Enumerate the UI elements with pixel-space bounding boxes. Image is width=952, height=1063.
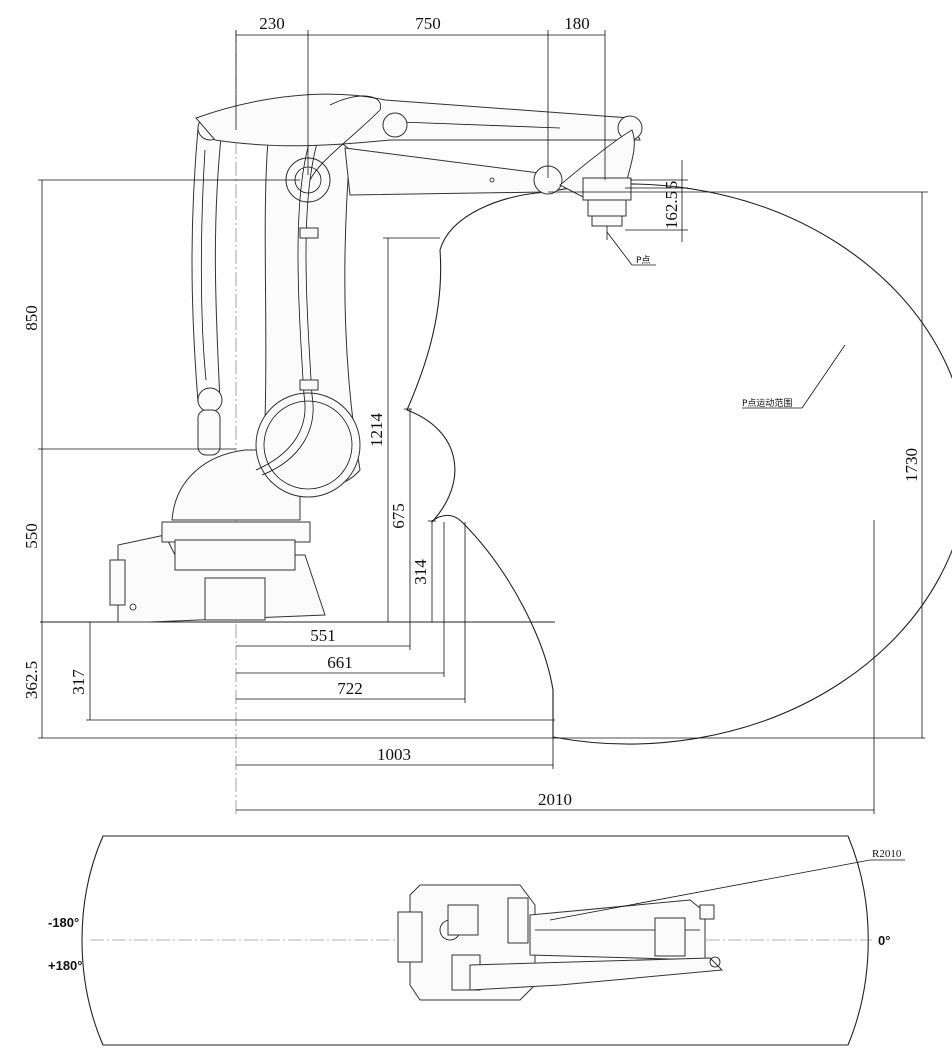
dim-1730-group: 1730 — [548, 191, 928, 738]
dim-180: 180 — [564, 14, 590, 33]
dim-675: 675 — [389, 503, 408, 529]
angle-zero: 0° — [878, 933, 890, 948]
dim-230: 230 — [259, 14, 285, 33]
dim-661: 661 — [327, 653, 353, 672]
p-point-callout: P点 — [606, 231, 656, 266]
upper-arm — [195, 93, 643, 196]
dim-550: 550 — [22, 523, 41, 549]
top-view: R2010 -180° +180° 0° — [48, 835, 905, 1046]
dim-750: 750 — [415, 14, 441, 33]
dim-1003: 1003 — [377, 745, 411, 764]
dim-850: 850 — [22, 305, 41, 331]
dim-362-5: 362.5 — [22, 661, 41, 699]
dim-2010: 2010 — [538, 790, 572, 809]
left-dimension-chain: 850 550 362.5 317 — [22, 179, 925, 739]
right-small-dims: 5 162.5 — [625, 160, 688, 242]
p-point-label: P点 — [636, 255, 650, 266]
dim-5: 5 — [662, 181, 681, 190]
wrist-flange — [559, 129, 635, 240]
robot-base — [109, 449, 326, 623]
dim-551: 551 — [310, 626, 336, 645]
inner-vertical-dims: 1214 675 314 — [367, 237, 440, 622]
radius-label: R2010 — [872, 848, 902, 860]
dim-722: 722 — [337, 679, 363, 698]
p-range-label: P点运动范围 — [742, 397, 792, 409]
top-dimension-chain: 230 750 180 — [235, 14, 606, 180]
r2010-leader — [549, 859, 871, 921]
rear-link — [191, 115, 223, 456]
dim-317: 317 — [69, 669, 88, 695]
p-point-motion-envelope — [406, 183, 952, 745]
dim-314: 314 — [411, 559, 430, 585]
side-view: 230 750 180 850 550 362.5 317 1214 675 — [22, 14, 952, 815]
p-range-callout: P点运动范围 — [742, 344, 846, 409]
angle-pos-180: +180° — [48, 958, 82, 973]
dim-162-5: 162.5 — [662, 191, 681, 229]
dim-1214: 1214 — [367, 413, 386, 448]
horizontal-dims: 551 661 722 1003 2010 — [236, 520, 875, 814]
angle-neg-180: -180° — [48, 915, 79, 930]
top-view-envelope — [81, 835, 869, 1046]
main-arm — [255, 132, 361, 498]
dim-1730: 1730 — [902, 448, 921, 482]
top-view-arms — [469, 899, 724, 991]
